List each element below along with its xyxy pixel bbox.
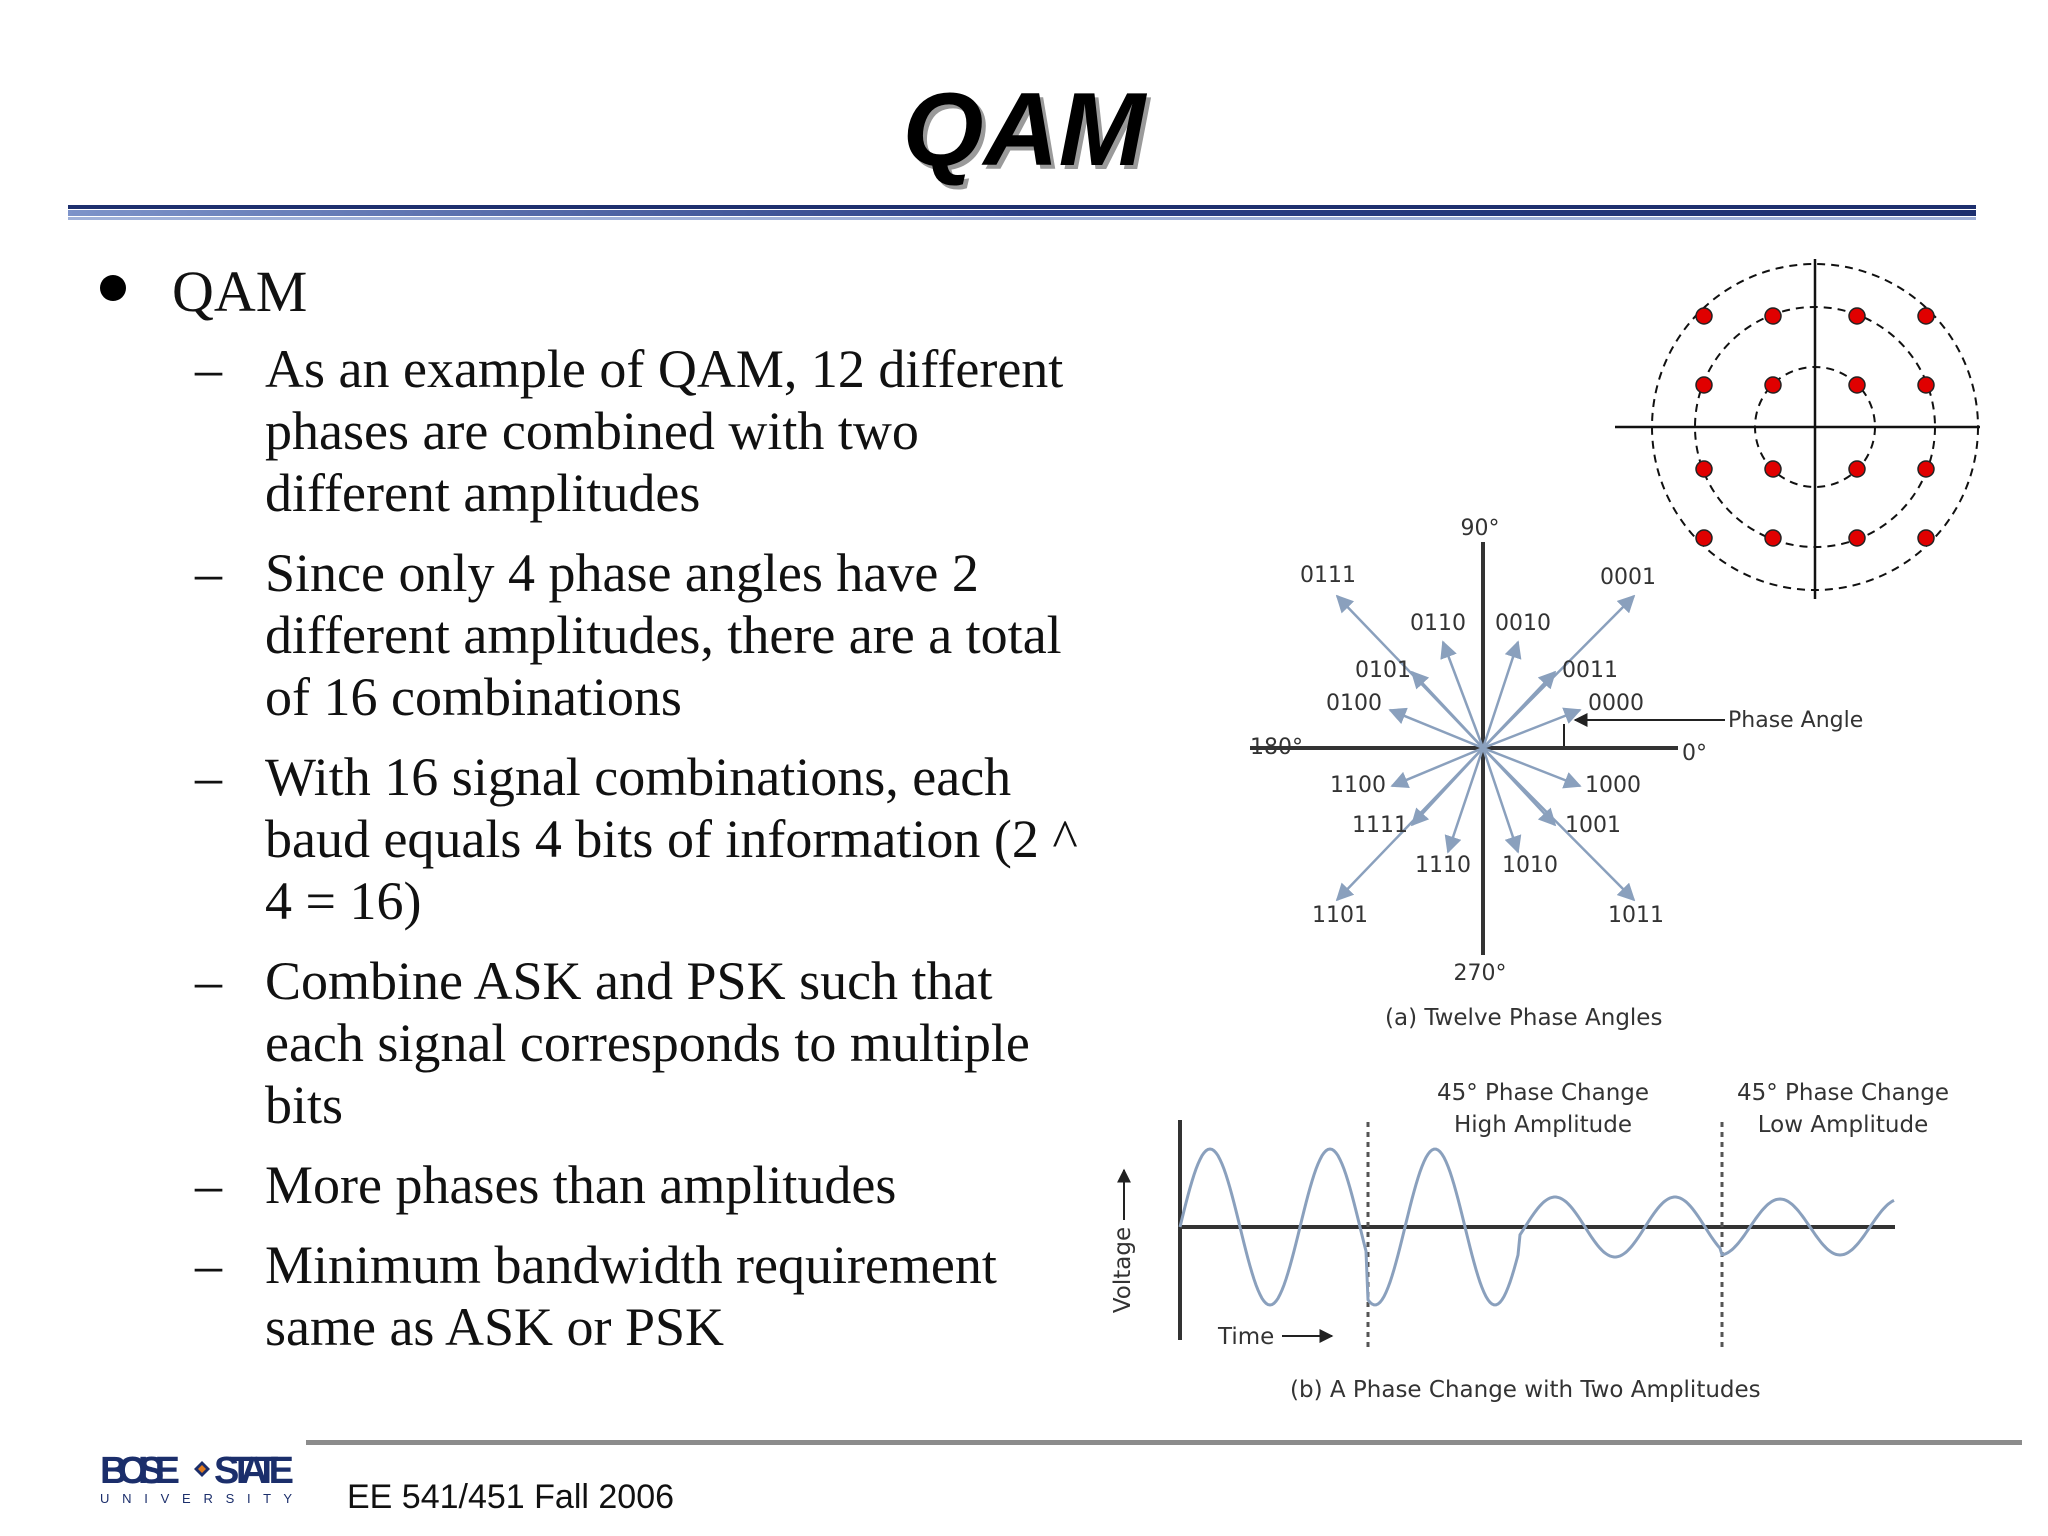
vector-0010 [1481, 640, 1522, 749]
bullet-dot [100, 275, 126, 301]
subbullet-text: Combine ASK and PSK such that each signa… [265, 951, 1030, 1135]
dash: – [195, 1155, 222, 1215]
constellation-point [1848, 529, 1866, 547]
label-low-amp-line1: 45° Phase Change [1737, 1080, 1949, 1106]
phase-angle-label: Phase Angle [1728, 708, 1863, 733]
label-0: 0° [1682, 741, 1707, 766]
code-1110: 1110 [1415, 853, 1471, 878]
subbullet-text: More phases than amplitudes [265, 1155, 897, 1215]
bullet-level1: QAM [172, 259, 308, 324]
dash: – [195, 339, 222, 399]
code-0111: 0111 [1300, 563, 1356, 588]
constellation-points [1695, 307, 1935, 547]
footer-course: EE 541/451 Fall 2006 [347, 1478, 675, 1516]
diagram-b-caption: (b) A Phase Change with Two Amplitudes [1290, 1377, 1761, 1403]
constellation-point [1764, 307, 1782, 325]
code-1100: 1100 [1330, 773, 1386, 798]
qam-constellation-diagram [1615, 259, 1980, 599]
constellation-point [1917, 529, 1935, 547]
qam-waveform [1178, 1147, 1895, 1307]
label-high-amp-line1: 45° Phase Change [1437, 1080, 1649, 1106]
constellation-point [1695, 460, 1713, 478]
constellation-point [1695, 307, 1713, 325]
label-high-amp-line2: High Amplitude [1454, 1112, 1632, 1138]
subbullet-text: With 16 signal combinations, each baud e… [265, 747, 1078, 931]
code-0001: 0001 [1600, 565, 1656, 590]
constellation-point [1764, 460, 1782, 478]
label-low-amp-line2: Low Amplitude [1758, 1112, 1928, 1138]
code-0100: 0100 [1326, 691, 1382, 716]
dash: – [195, 747, 222, 807]
code-1010: 1010 [1502, 853, 1558, 878]
voltage-label: Voltage [1110, 1227, 1136, 1313]
vector-0100 [1388, 707, 1484, 750]
dash: – [195, 951, 222, 1011]
subbullet-text: As an example of QAM, 12 different phase… [265, 339, 1064, 523]
constellation-point [1695, 529, 1713, 547]
vector-1011 [1482, 747, 1636, 902]
label-180: 180° [1250, 735, 1303, 760]
time-label: Time [1217, 1324, 1274, 1350]
phase-angle-diagram: 90° 180° 0° 270° Phase Angle 0111 0001 0… [1250, 516, 1863, 1031]
phase-vectors [1335, 594, 1636, 902]
logo-diamond-inner [198, 1465, 206, 1473]
subbullet-text: Since only 4 phase angles have 2 differe… [265, 543, 1062, 727]
code-1000: 1000 [1585, 773, 1641, 798]
code-0011: 0011 [1562, 658, 1618, 683]
vector-0110 [1440, 640, 1485, 749]
vector-1000 [1482, 746, 1582, 789]
dash: – [195, 1235, 222, 1295]
phase-change-waveform-diagram: 45° Phase Change High Amplitude 45° Phas… [1110, 1080, 1949, 1403]
diagram-a-caption: (a) Twelve Phase Angles [1385, 1005, 1662, 1031]
title-rule [68, 205, 1976, 220]
footer-rule [306, 1440, 2022, 1445]
dash: – [195, 543, 222, 603]
code-0110: 0110 [1410, 611, 1466, 636]
logo-wordmark-state: STATE [214, 1450, 294, 1492]
subbullet-text: Minimum bandwidth requirement same as AS… [265, 1235, 997, 1357]
vector-1010 [1481, 747, 1522, 854]
vector-1110 [1444, 747, 1485, 854]
label-90: 90° [1461, 516, 1500, 541]
constellation-point [1917, 460, 1935, 478]
vector-1100 [1390, 746, 1484, 789]
code-1111: 1111 [1352, 813, 1408, 838]
constellation-point [1764, 529, 1782, 547]
code-0010: 0010 [1495, 611, 1551, 636]
code-1011: 1011 [1608, 903, 1664, 928]
code-0000: 0000 [1588, 691, 1644, 716]
constellation-point [1917, 307, 1935, 325]
vector-0011 [1482, 670, 1557, 749]
label-270: 270° [1454, 961, 1507, 986]
constellation-point [1848, 376, 1866, 394]
constellation-point [1848, 460, 1866, 478]
logo-wordmark-boise: BOISE [100, 1450, 180, 1492]
logo-university: U N I V E R S I T Y [100, 1491, 292, 1506]
code-1101: 1101 [1312, 903, 1368, 928]
vector-0000 [1482, 707, 1582, 750]
boise-state-logo: BOISE STATE U N I V E R S I T Y [98, 1445, 298, 1512]
code-1001: 1001 [1565, 813, 1621, 838]
constellation-point [1695, 376, 1713, 394]
vector-1101 [1335, 747, 1484, 902]
constellation-point [1917, 376, 1935, 394]
vector-0101 [1410, 670, 1484, 749]
constellation-point [1848, 307, 1866, 325]
constellation-point [1764, 376, 1782, 394]
slide-title: QAM [902, 72, 1146, 188]
code-0101: 0101 [1355, 658, 1411, 683]
